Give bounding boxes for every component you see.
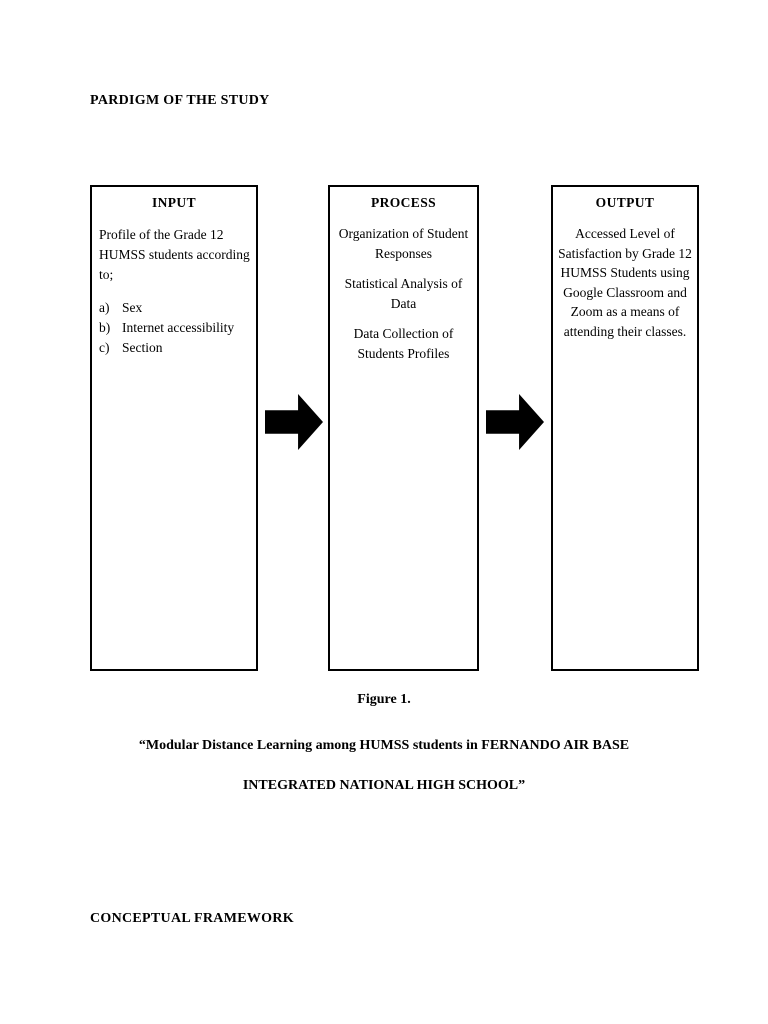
input-box: INPUT Profile of the Grade 12 HUMSS stud… [90,185,258,671]
list-item-marker: b) [99,320,111,335]
section-heading-conceptual-framework: CONCEPTUAL FRAMEWORK [90,911,294,926]
right-arrow-icon [486,394,544,450]
list-item: c) Section [99,338,250,358]
list-item-label: Internet accessibility [122,320,235,335]
list-item-label: Sex [122,300,143,315]
process-box-body: Organization of Student Responses Statis… [330,211,477,364]
list-item-label: Section [122,340,163,355]
process-box-title: PROCESS [370,195,437,210]
process-box: PROCESS Organization of Student Response… [328,185,479,671]
right-arrow-icon [265,394,323,450]
output-description: Accessed Level of Satisfaction by Grade … [558,226,692,339]
input-box-body: Profile of the Grade 12 HUMSS students a… [92,211,256,358]
figure-caption-line-1: “Modular Distance Learning among HUMSS s… [138,738,630,753]
process-step: Statistical Analysis of Data [344,276,463,311]
list-item: b) Internet accessibility [99,318,250,338]
list-item-marker: a) [99,300,110,315]
output-box: OUTPUT Accessed Level of Satisfaction by… [551,185,699,671]
input-intro-text: Profile of the Grade 12 HUMSS students a… [99,227,250,282]
figure-caption-line-2: INTEGRATED NATIONAL HIGH SCHOOL” [242,778,526,793]
output-box-title: OUTPUT [595,195,655,210]
input-list: a) Sex b) Internet accessibility c) Sect… [99,298,250,358]
figure-label: Figure 1. [357,692,411,707]
list-item: a) Sex [99,298,250,318]
process-step: Organization of Student Responses [338,226,469,261]
page-title: PARDIGM OF THE STUDY [90,93,270,108]
input-box-title: INPUT [151,195,196,210]
process-step: Data Collection of Students Profiles [353,326,454,361]
list-item-marker: c) [99,340,110,355]
